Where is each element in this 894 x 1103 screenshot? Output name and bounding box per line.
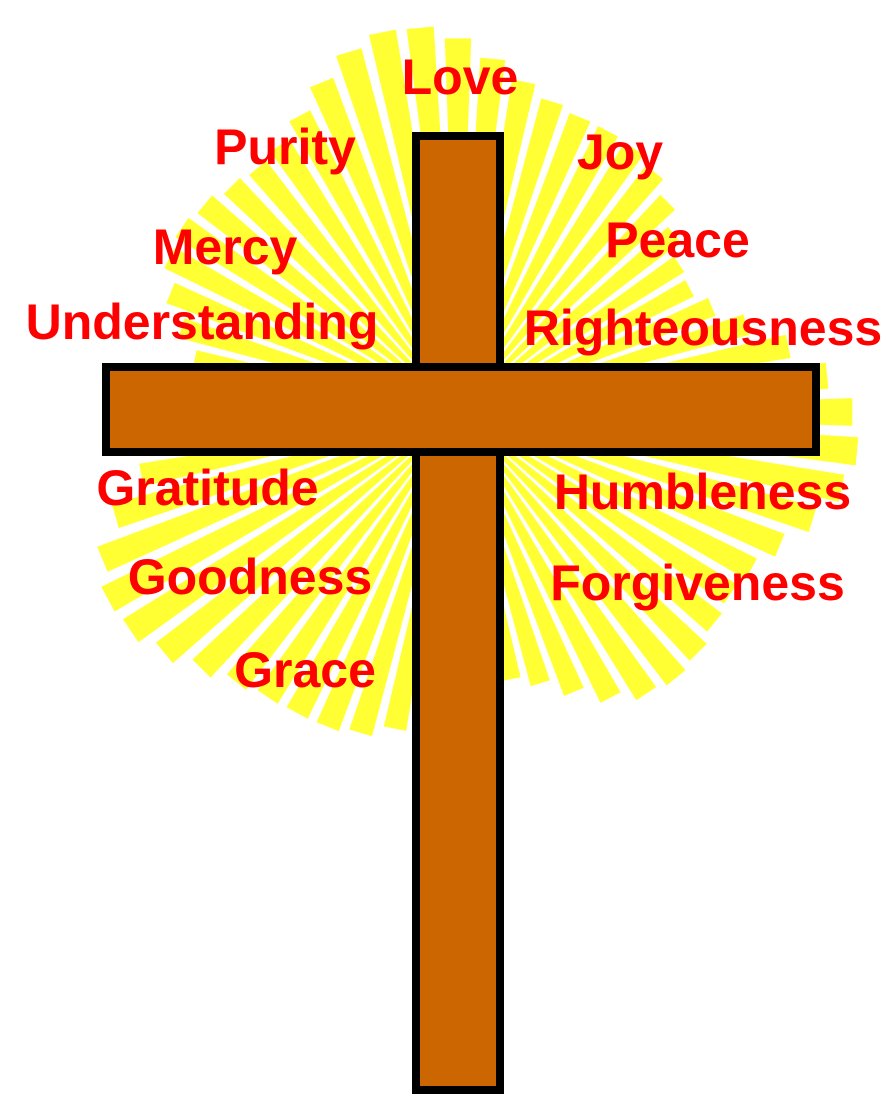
word-humbleness: Humbleness: [553, 464, 852, 520]
sun-ray: [270, 139, 448, 396]
sun-ray: [175, 217, 442, 402]
cross-center: [420, 371, 496, 448]
sun-ray: [122, 422, 442, 643]
cross-icon: [102, 132, 820, 1094]
sun-ray: [289, 110, 450, 395]
word-joy: Joy: [576, 124, 664, 180]
word-gratitude: Gratitude: [96, 460, 319, 516]
sun-ray: [192, 425, 445, 678]
word-understanding: Understanding: [25, 294, 379, 350]
sun-ray: [97, 419, 440, 572]
sun-ray: [466, 429, 621, 703]
sun-ray: [473, 226, 681, 400]
sun-ray: [470, 427, 686, 686]
sun-ray: [286, 429, 450, 719]
word-mercy: Mercy: [152, 219, 298, 275]
sun-ray: [471, 194, 676, 399]
word-goodness: Goodness: [127, 549, 373, 605]
sun-ray: [473, 424, 722, 632]
sun-ray: [155, 424, 443, 664]
sun-ray: [249, 160, 446, 397]
sun-ray: [475, 420, 757, 580]
word-righteousness: Righteousness: [523, 300, 883, 356]
sun-ray: [470, 165, 664, 397]
word-forgiveness: Forgiveness: [550, 555, 845, 611]
sun-ray: [226, 427, 446, 690]
word-purity: Purity: [214, 119, 356, 175]
word-love: Love: [401, 49, 519, 105]
sun-ray: [468, 428, 657, 701]
sun-ray: [257, 428, 448, 704]
sun-ray: [101, 420, 441, 612]
sun-ray: [466, 126, 618, 395]
sun-ray: [197, 195, 443, 400]
sun-ray: [474, 422, 737, 604]
cross-vertical-beam: [412, 132, 504, 1094]
sun-ray: [471, 425, 707, 661]
sun-ray: [223, 177, 445, 399]
word-grace: Grace: [234, 642, 376, 698]
sun-ray: [468, 142, 644, 396]
word-peace: Peace: [605, 212, 750, 268]
